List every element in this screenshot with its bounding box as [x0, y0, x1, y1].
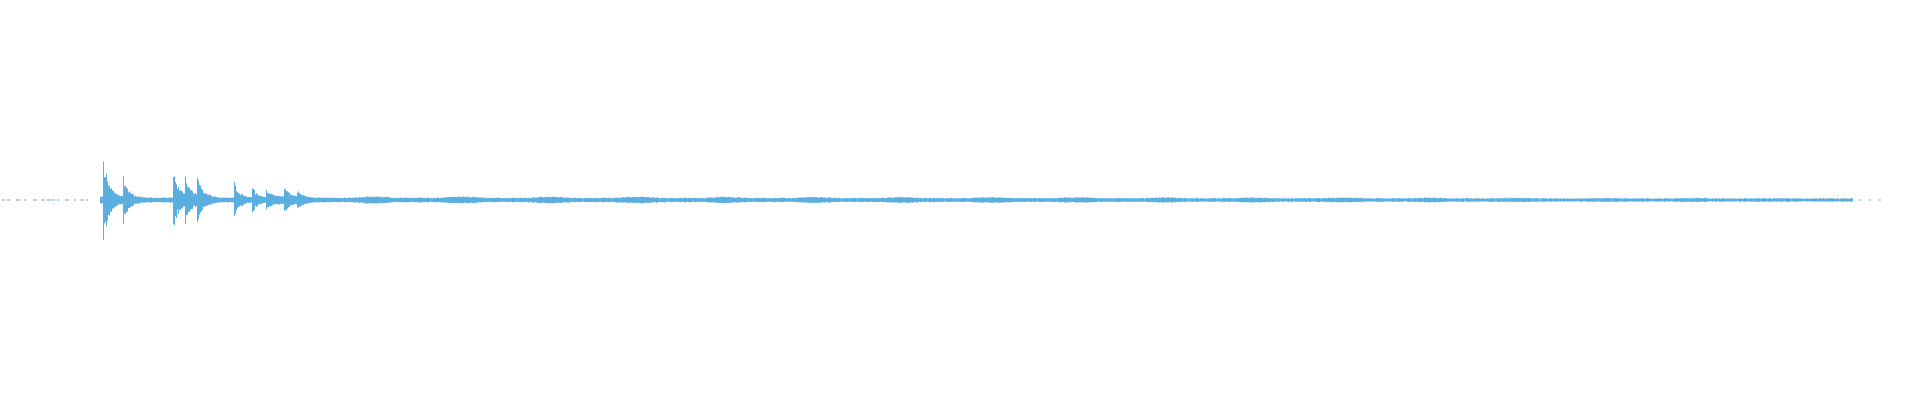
waveform-signal [100, 161, 1853, 240]
waveform-noise-dots [2, 199, 1881, 201]
